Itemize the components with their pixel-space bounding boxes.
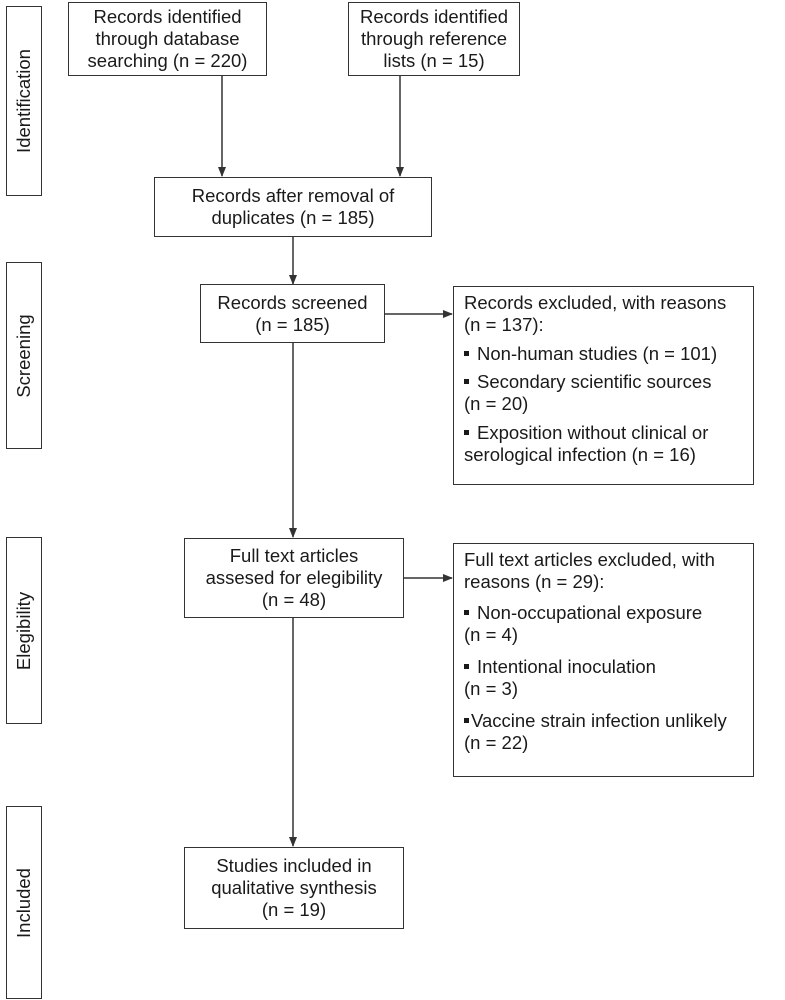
box-included-line-1: Studies included in bbox=[216, 855, 372, 876]
box-included-line-3: (n = 19) bbox=[261, 899, 327, 920]
box-fulltext-line-2: assesed for elegibility bbox=[205, 567, 383, 588]
excluded-item-text-cont: serological infection (n = 16) bbox=[464, 444, 696, 465]
stage-included: Included bbox=[6, 806, 42, 999]
box-reference-line-3: lists (n = 15) bbox=[383, 50, 485, 71]
box-database-search: Records identified through database sear… bbox=[68, 2, 267, 76]
excluded-item-text: Exposition without clinical or bbox=[477, 422, 709, 443]
box-fulltext-excluded: Full text articles excluded, with reason… bbox=[453, 543, 754, 777]
box-database-line-1: Records identified bbox=[93, 6, 242, 27]
fulltext-excluded-item: Non-occupational exposure (n = 4) bbox=[464, 602, 745, 646]
fulltext-excluded-item-text-cont: (n = 22) bbox=[464, 732, 529, 753]
excluded-item: Exposition without clinical or serologic… bbox=[464, 422, 745, 466]
box-duplicates-line-1: Records after removal of bbox=[191, 185, 395, 206]
box-reference-line-1: Records identified bbox=[359, 6, 509, 27]
bullet-icon bbox=[464, 664, 469, 669]
bullet-icon bbox=[464, 610, 469, 615]
stage-screening: Screening bbox=[6, 262, 42, 449]
fulltext-excluded-item: Vaccine strain infection unlikely (n = 2… bbox=[464, 710, 745, 754]
bullet-icon bbox=[464, 430, 469, 435]
excluded-item-text: Secondary scientific sources bbox=[477, 371, 712, 392]
fulltext-excluded-item-text: Non-occupational exposure bbox=[477, 602, 703, 623]
box-database-line-3: searching (n = 220) bbox=[87, 50, 248, 71]
box-screened-line-1: Records screened bbox=[217, 291, 368, 313]
excluded-header-line-1: Records excluded, with reasons bbox=[464, 292, 727, 313]
stage-identification: Identification bbox=[6, 6, 42, 196]
box-screened-line-2: (n = 185) bbox=[255, 313, 330, 335]
box-reference-line-2: through reference bbox=[360, 28, 508, 49]
fulltext-excluded-item-text: Intentional inoculation bbox=[477, 656, 656, 677]
fulltext-excluded-item: Intentional inoculation (n = 3) bbox=[464, 656, 745, 700]
bullet-icon bbox=[464, 718, 469, 723]
bullet-icon bbox=[464, 379, 469, 384]
excluded-item: Secondary scientific sources (n = 20) bbox=[464, 371, 745, 415]
box-records-screened: Records screened (n = 185) bbox=[200, 284, 385, 343]
stage-eligibility: Elegibility bbox=[6, 537, 42, 724]
box-reference-lists: Records identified through reference lis… bbox=[348, 2, 520, 76]
box-duplicates-removed: Records after removal of duplicates (n =… bbox=[154, 177, 432, 237]
box-records-excluded: Records excluded, with reasons (n = 137)… bbox=[453, 286, 754, 485]
box-database-line-2: through database bbox=[95, 28, 240, 49]
box-fulltext-assessed: Full text articles assesed for elegibili… bbox=[184, 538, 404, 618]
bullet-icon bbox=[464, 351, 469, 356]
excluded-item-text: Non-human studies (n = 101) bbox=[477, 343, 718, 364]
excluded-header-line-2: (n = 137): bbox=[464, 314, 544, 335]
fulltext-excluded-item-text-cont: (n = 4) bbox=[464, 624, 518, 645]
box-fulltext-line-1: Full text articles bbox=[229, 545, 359, 566]
fulltext-excluded-item-text: Vaccine strain infection unlikely bbox=[471, 710, 727, 731]
excluded-item-text-cont: (n = 20) bbox=[464, 393, 529, 414]
box-studies-included: Studies included in qualitative synthesi… bbox=[184, 847, 404, 929]
box-duplicates-line-2: duplicates (n = 185) bbox=[211, 207, 375, 228]
box-included-line-2: qualitative synthesis bbox=[211, 877, 377, 898]
box-fulltext-line-3: (n = 48) bbox=[261, 589, 327, 610]
fulltext-excluded-item-text-cont: (n = 3) bbox=[464, 678, 518, 699]
fulltext-excluded-header-line-2: reasons (n = 29): bbox=[464, 571, 605, 592]
fulltext-excluded-header-line-1: Full text articles excluded, with bbox=[464, 549, 715, 570]
excluded-item: Non-human studies (n = 101) bbox=[464, 343, 745, 365]
